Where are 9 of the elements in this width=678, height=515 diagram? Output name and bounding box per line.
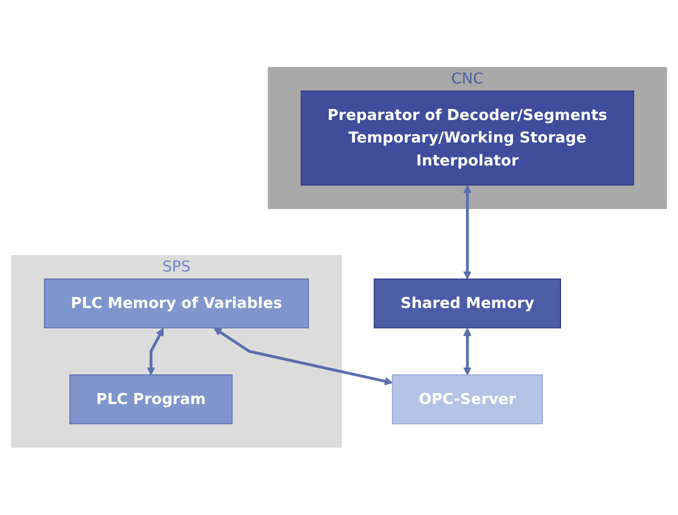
arrow <box>146 328 164 376</box>
arrow <box>463 185 472 280</box>
node-box: OPC-Server <box>392 374 543 424</box>
node-box: Preparator of Decoder/Segments Temporary/Working Storage Interpolator <box>300 90 634 186</box>
node-box: Shared Memory <box>374 278 562 328</box>
node-box: PLC Memory of Variables <box>44 278 309 328</box>
arrow <box>214 328 393 386</box>
node-box: PLC Program <box>69 374 233 424</box>
arrow <box>463 328 472 376</box>
